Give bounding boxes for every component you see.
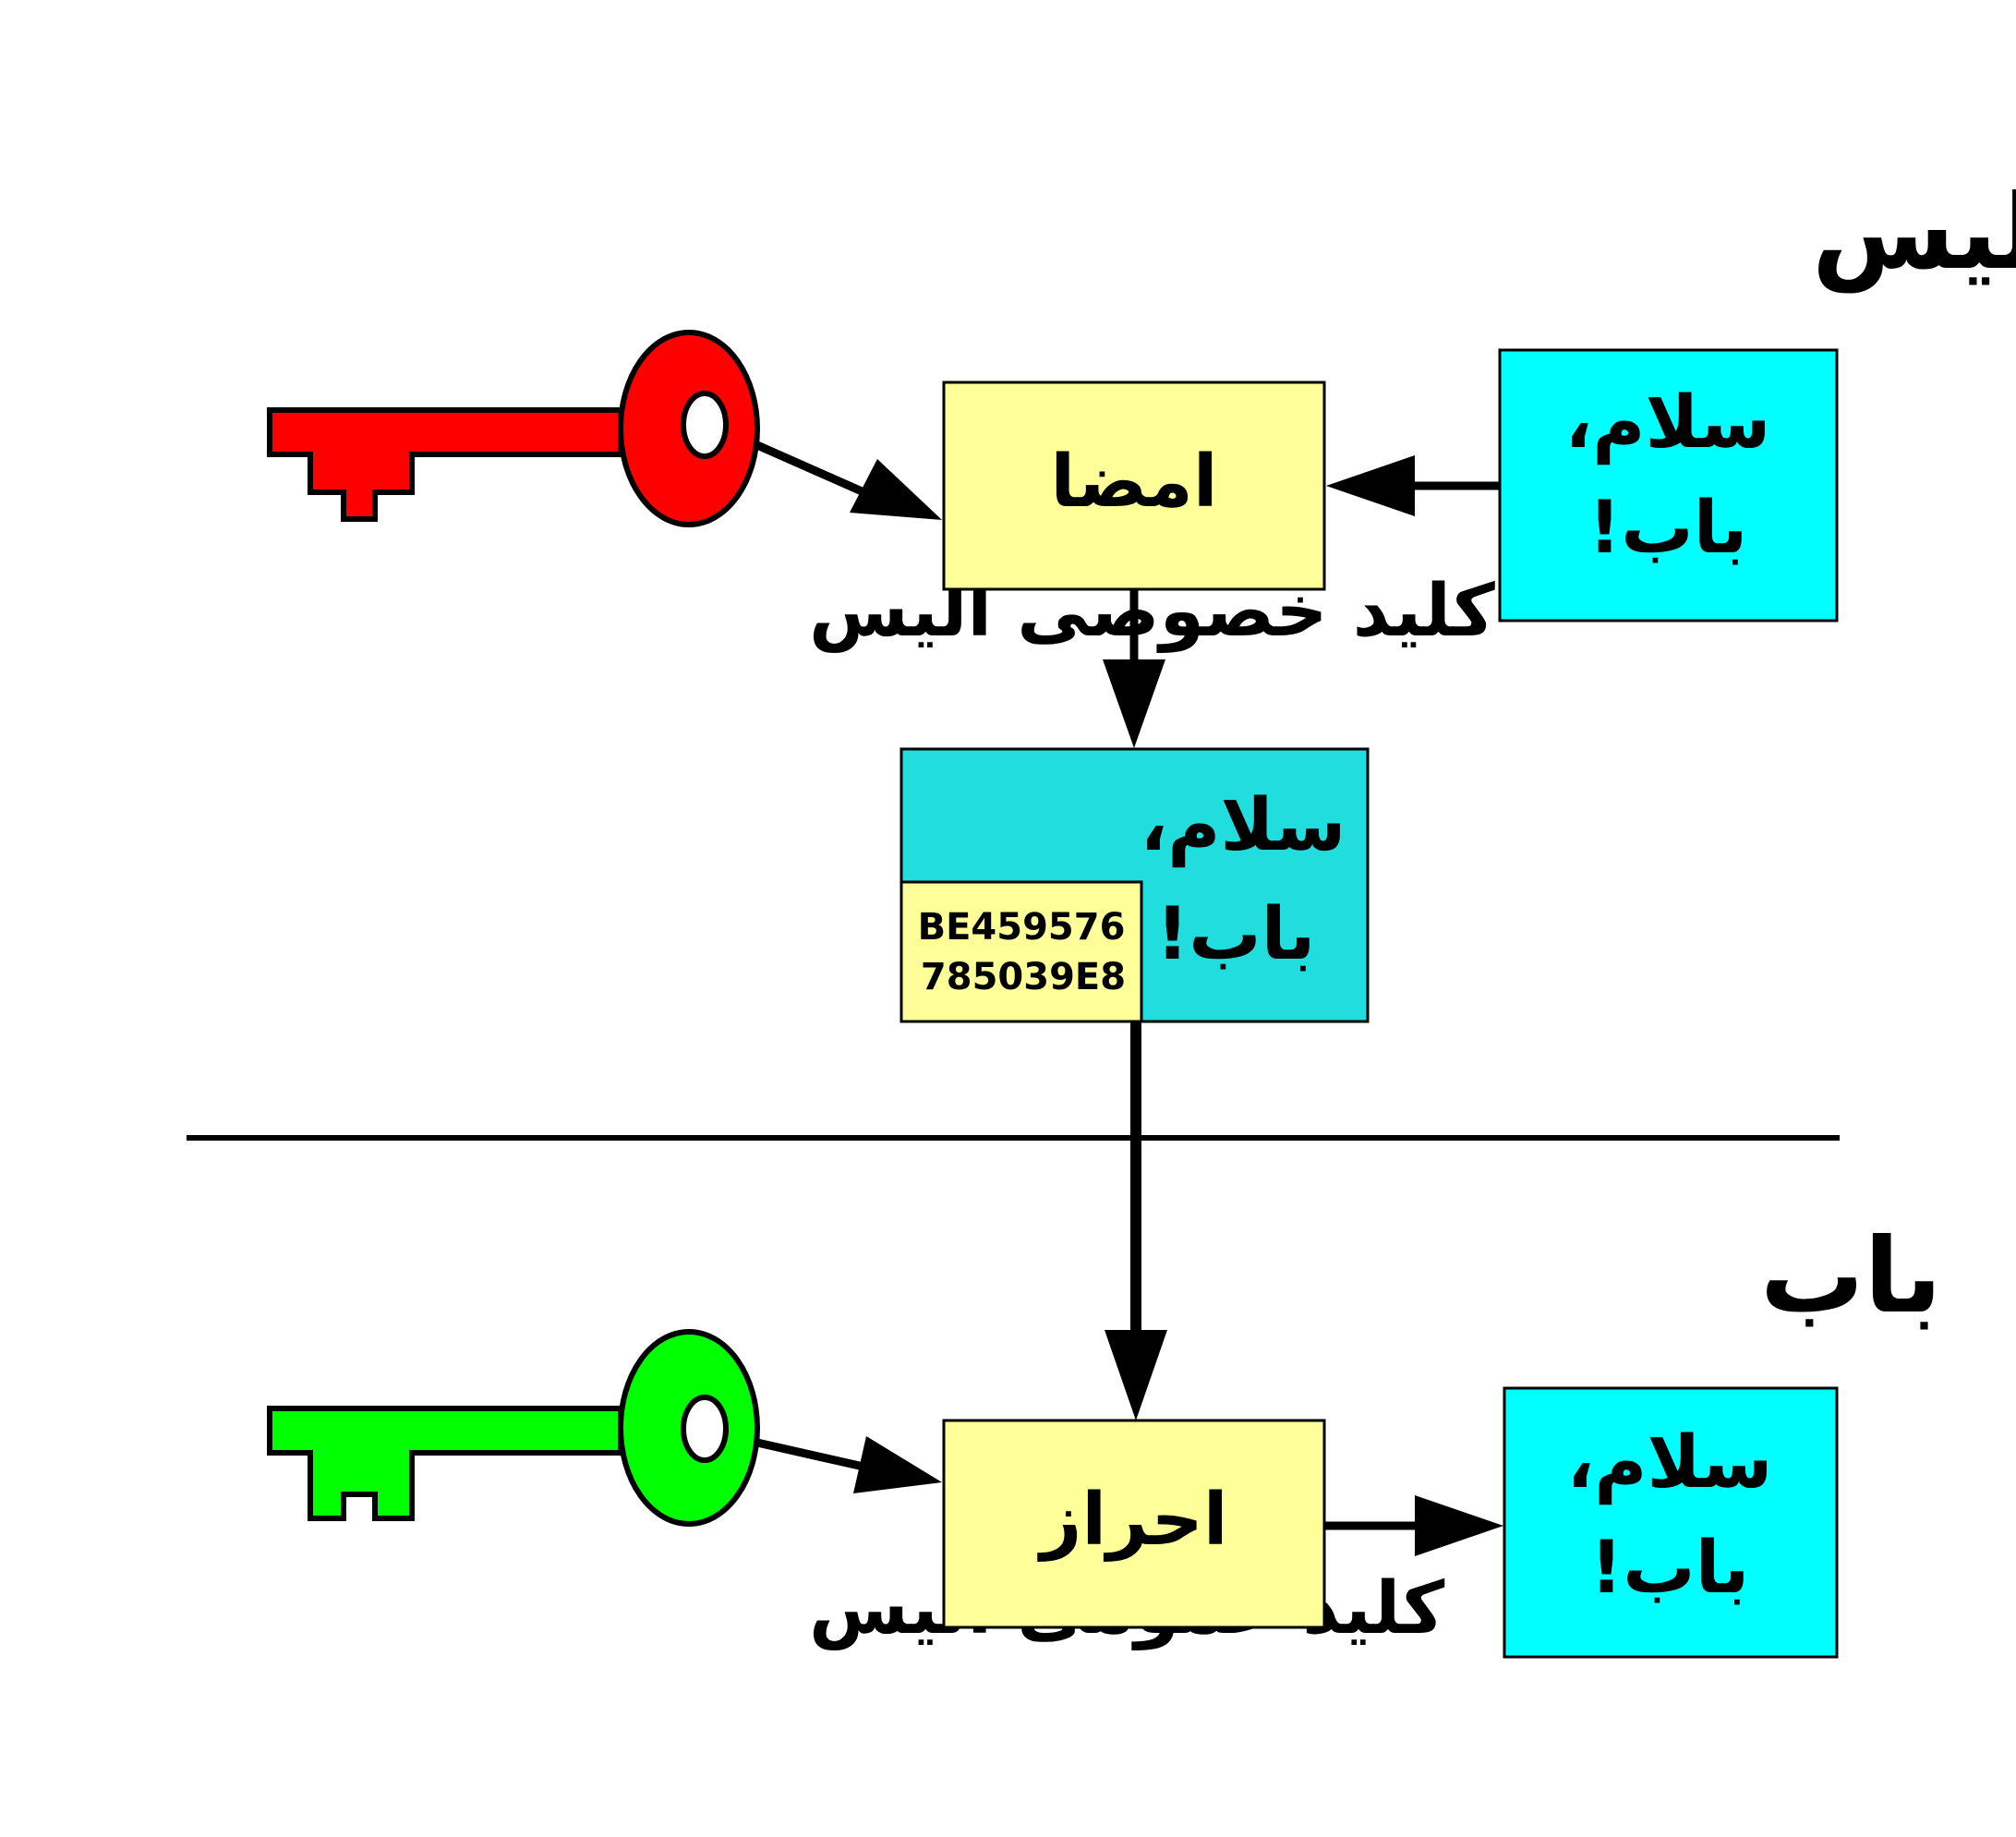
private-key-hole [681, 391, 729, 459]
signed-message-line1: سلام، [1141, 784, 1346, 867]
arrow-key-to-sign [755, 441, 942, 520]
sign-label: امضا [1050, 441, 1217, 524]
signature-line1: BE459576 [918, 906, 1126, 949]
public-key-hole [681, 1395, 729, 1463]
alice-message-line2: باب! [1588, 487, 1748, 570]
bob-message-box [1503, 1386, 1839, 1659]
public-key-shaft [267, 1406, 623, 1521]
alice-title: آلیس [1812, 168, 2016, 293]
bob-title: باب [1760, 1216, 1942, 1336]
alice-message-line1: سلام، [1565, 381, 1771, 465]
arrow-key-to-verify [756, 1436, 942, 1493]
arrow-sign-to-signed [1103, 589, 1165, 748]
verify-label: احراز [1036, 1479, 1227, 1562]
arrow-verify-to-message [1324, 1495, 1503, 1556]
signed-message-line2: باب! [1156, 893, 1316, 976]
bob-message-line1: سلام، [1567, 1421, 1773, 1505]
public-key-icon [267, 1329, 760, 1527]
private-key-icon [267, 330, 760, 527]
arrow-signed-to-verify [1105, 1021, 1167, 1420]
signature-line2: 785039E8 [921, 956, 1126, 998]
arrow-message-to-sign [1326, 455, 1500, 516]
private-key-shaft [267, 407, 623, 522]
signature-box [899, 880, 1143, 1023]
bob-message-line2: باب! [1590, 1527, 1750, 1610]
